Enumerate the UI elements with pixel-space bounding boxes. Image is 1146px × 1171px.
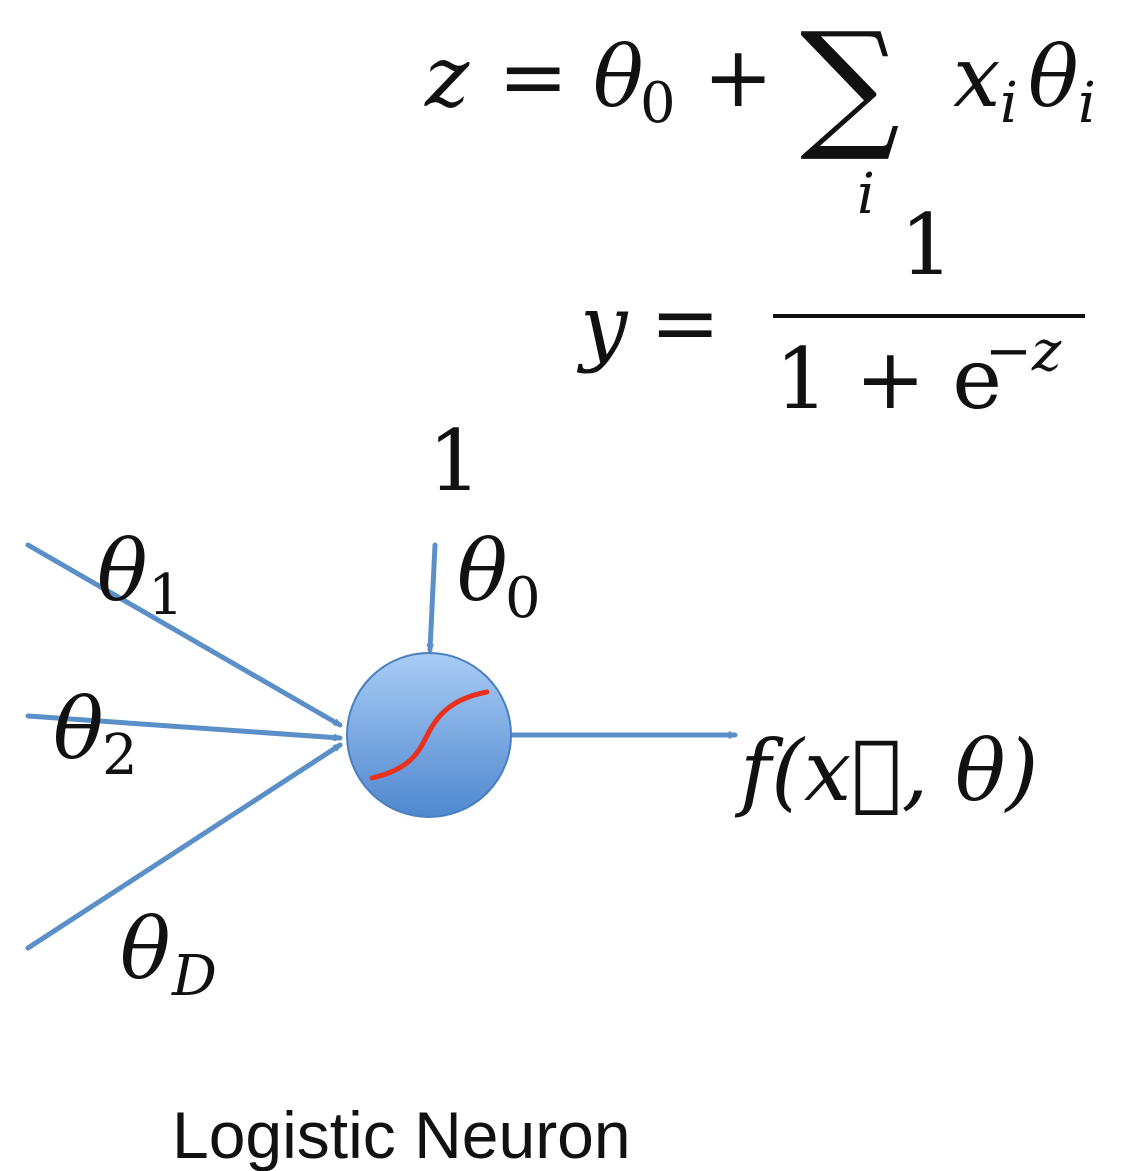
neuron-node: [346, 652, 512, 818]
eq-y-equals: =: [650, 274, 720, 372]
equation-z: z = θ 0 + ∑ i x i θ i: [424, 3, 1096, 227]
arrow-input-1: [25, 542, 343, 728]
eq-z-lhs: z: [424, 28, 470, 126]
label-theta1: θ: [97, 522, 148, 620]
equation-y: y = 1 1 + e −z: [576, 196, 1085, 428]
eq-z-theta-sub: i: [1078, 71, 1096, 136]
eq-z-x-sub: i: [1000, 71, 1018, 136]
bias-input-label: 1: [428, 412, 481, 510]
input-arrows: [25, 542, 738, 951]
arrow-input-2: [25, 713, 343, 738]
eq-y-lhs: y: [576, 277, 629, 375]
eq-z-sum-index: i: [857, 162, 875, 227]
eq-y-exponent: −z: [985, 319, 1062, 384]
eq-z-x: x: [953, 28, 1000, 126]
sigmoid-curve: [369, 689, 490, 781]
label-theta2: θ: [53, 680, 104, 778]
arrow-input-D: [25, 742, 343, 951]
diagram-caption: Logistic Neuron: [172, 1098, 631, 1171]
eq-y-denominator: 1 + e: [775, 330, 1002, 428]
eq-z-sum-symbol: ∑: [800, 3, 900, 166]
output-label: f(x⃗, θ): [734, 722, 1038, 820]
eq-z-theta: θ: [1028, 28, 1079, 126]
label-thetaD: θ: [120, 900, 171, 998]
label-theta2-sub: 2: [102, 723, 138, 788]
eq-y-numerator: 1: [900, 196, 953, 294]
label-theta0: θ: [457, 522, 508, 620]
eq-z-equals: =: [498, 28, 568, 126]
weight-labels: θ 0 θ 1 θ 2 θ D: [53, 522, 541, 1009]
eq-z-theta0-sub: 0: [640, 71, 676, 136]
eq-z-plus: +: [703, 28, 773, 126]
label-theta0-sub: 0: [505, 566, 541, 631]
label-theta1-sub: 1: [148, 563, 184, 628]
label-thetaD-sub: D: [171, 944, 217, 1009]
eq-z-theta0: θ: [593, 28, 644, 126]
arrow-bias: [430, 542, 438, 653]
